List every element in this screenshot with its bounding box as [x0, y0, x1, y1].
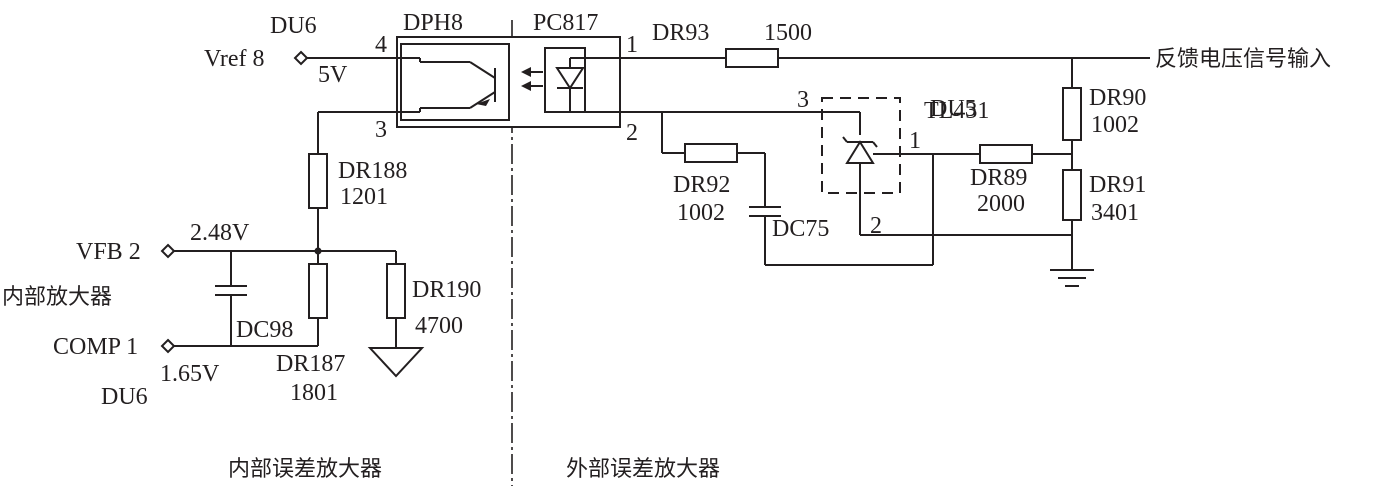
- dr89-value: 2000: [977, 191, 1025, 217]
- dr190-ref: DR190: [412, 277, 481, 303]
- ground-triangle-icon: [367, 347, 425, 378]
- capacitor-dc98: DC98: [215, 251, 293, 346]
- comp-voltage-label: 1.65V: [160, 361, 220, 387]
- dr93-value: 1500: [764, 20, 812, 46]
- tl431-pin3-label: 3: [797, 87, 809, 113]
- dr92-ref: DR92: [673, 172, 730, 198]
- vref-voltage-label: 5V: [318, 62, 348, 88]
- resistor-dr89: DR89 2000: [933, 144, 1072, 217]
- opto-pin2-label: 2: [626, 120, 638, 146]
- opto-pin4-label: 4: [375, 32, 387, 58]
- dr91-ref: DR91: [1089, 172, 1146, 198]
- opto-pin1-label: 1: [626, 32, 638, 58]
- dr188-ref: DR188: [338, 158, 407, 184]
- internal-section-label: 内部误差放大器: [228, 457, 382, 482]
- ground-icon: [1050, 269, 1094, 287]
- internal-amplifier-label: 内部放大器: [2, 285, 112, 310]
- led-box: [544, 47, 586, 113]
- dr89-ref: DR89: [970, 165, 1027, 191]
- opto-right-label: PC817: [533, 10, 598, 36]
- resistor-dr90: DR90 1002: [1062, 85, 1146, 141]
- dr91-value: 3401: [1091, 200, 1139, 226]
- vfb-terminal: VFB 2 2.48V: [76, 220, 396, 265]
- phototransistor-box: [400, 43, 510, 121]
- comp-pin-icon: [160, 338, 176, 354]
- light-arrows-icon: [521, 67, 543, 91]
- dr93-ref: DR93: [652, 20, 709, 46]
- vref-terminal: DU6 Vref 8 5V: [204, 13, 421, 88]
- dr90-value: 1002: [1091, 112, 1139, 138]
- dr187-value: 1801: [290, 380, 338, 406]
- dr188-value: 1201: [340, 184, 388, 210]
- shunt-regulator-icon: [845, 140, 875, 164]
- optocoupler: DPH8 PC817 4 3 1 2: [375, 10, 638, 146]
- tl431-pin2-label: 2: [870, 213, 882, 239]
- tl431-regulator: DU5 TL431 3 1 2: [797, 87, 989, 239]
- vfb-voltage-label: 2.48V: [190, 220, 250, 246]
- vref-pin-label: Vref 8: [204, 46, 265, 72]
- dc98-label: DC98: [236, 317, 293, 343]
- resistor-dr190: DR190 4700: [386, 251, 481, 348]
- resistor-dr93: DR93 1500: [652, 20, 812, 68]
- dr190-value: 4700: [415, 313, 463, 339]
- du6-top-label: DU6: [270, 13, 317, 39]
- tl431-part: TL431: [924, 98, 989, 124]
- resistor-dr187: DR187 1801: [276, 251, 345, 406]
- vref-pin-icon: [293, 50, 309, 66]
- comp-pin-label: COMP 1: [53, 334, 138, 360]
- dr187-ref: DR187: [276, 351, 345, 377]
- dr92-value: 1002: [677, 200, 725, 226]
- resistor-dr92: DR92 1002: [673, 143, 738, 226]
- comp-terminal: COMP 1 1.65V DU6: [53, 334, 318, 410]
- opto-left-label: DPH8: [403, 10, 463, 36]
- dr90-ref: DR90: [1089, 85, 1146, 111]
- external-section-label: 外部误差放大器: [566, 457, 720, 482]
- opto-pin3-label: 3: [375, 117, 387, 143]
- vfb-pin-icon: [160, 243, 176, 259]
- dc75-label: DC75: [772, 216, 829, 242]
- tl431-dashed-outline: [821, 97, 901, 194]
- emitter-arrow-icon: [476, 99, 490, 106]
- du6-bottom-label: DU6: [101, 384, 148, 410]
- tl431-ref: DU5: [930, 96, 977, 122]
- resistor-dr91: DR91 3401: [1062, 169, 1146, 226]
- tl431-pin1-label: 1: [909, 128, 921, 154]
- feedback-input-label: 反馈电压信号输入: [1155, 47, 1331, 72]
- capacitor-dc75: DC75: [749, 153, 829, 265]
- resistor-dr188: DR188 1201: [308, 153, 407, 210]
- vfb-pin-label: VFB 2: [76, 239, 141, 265]
